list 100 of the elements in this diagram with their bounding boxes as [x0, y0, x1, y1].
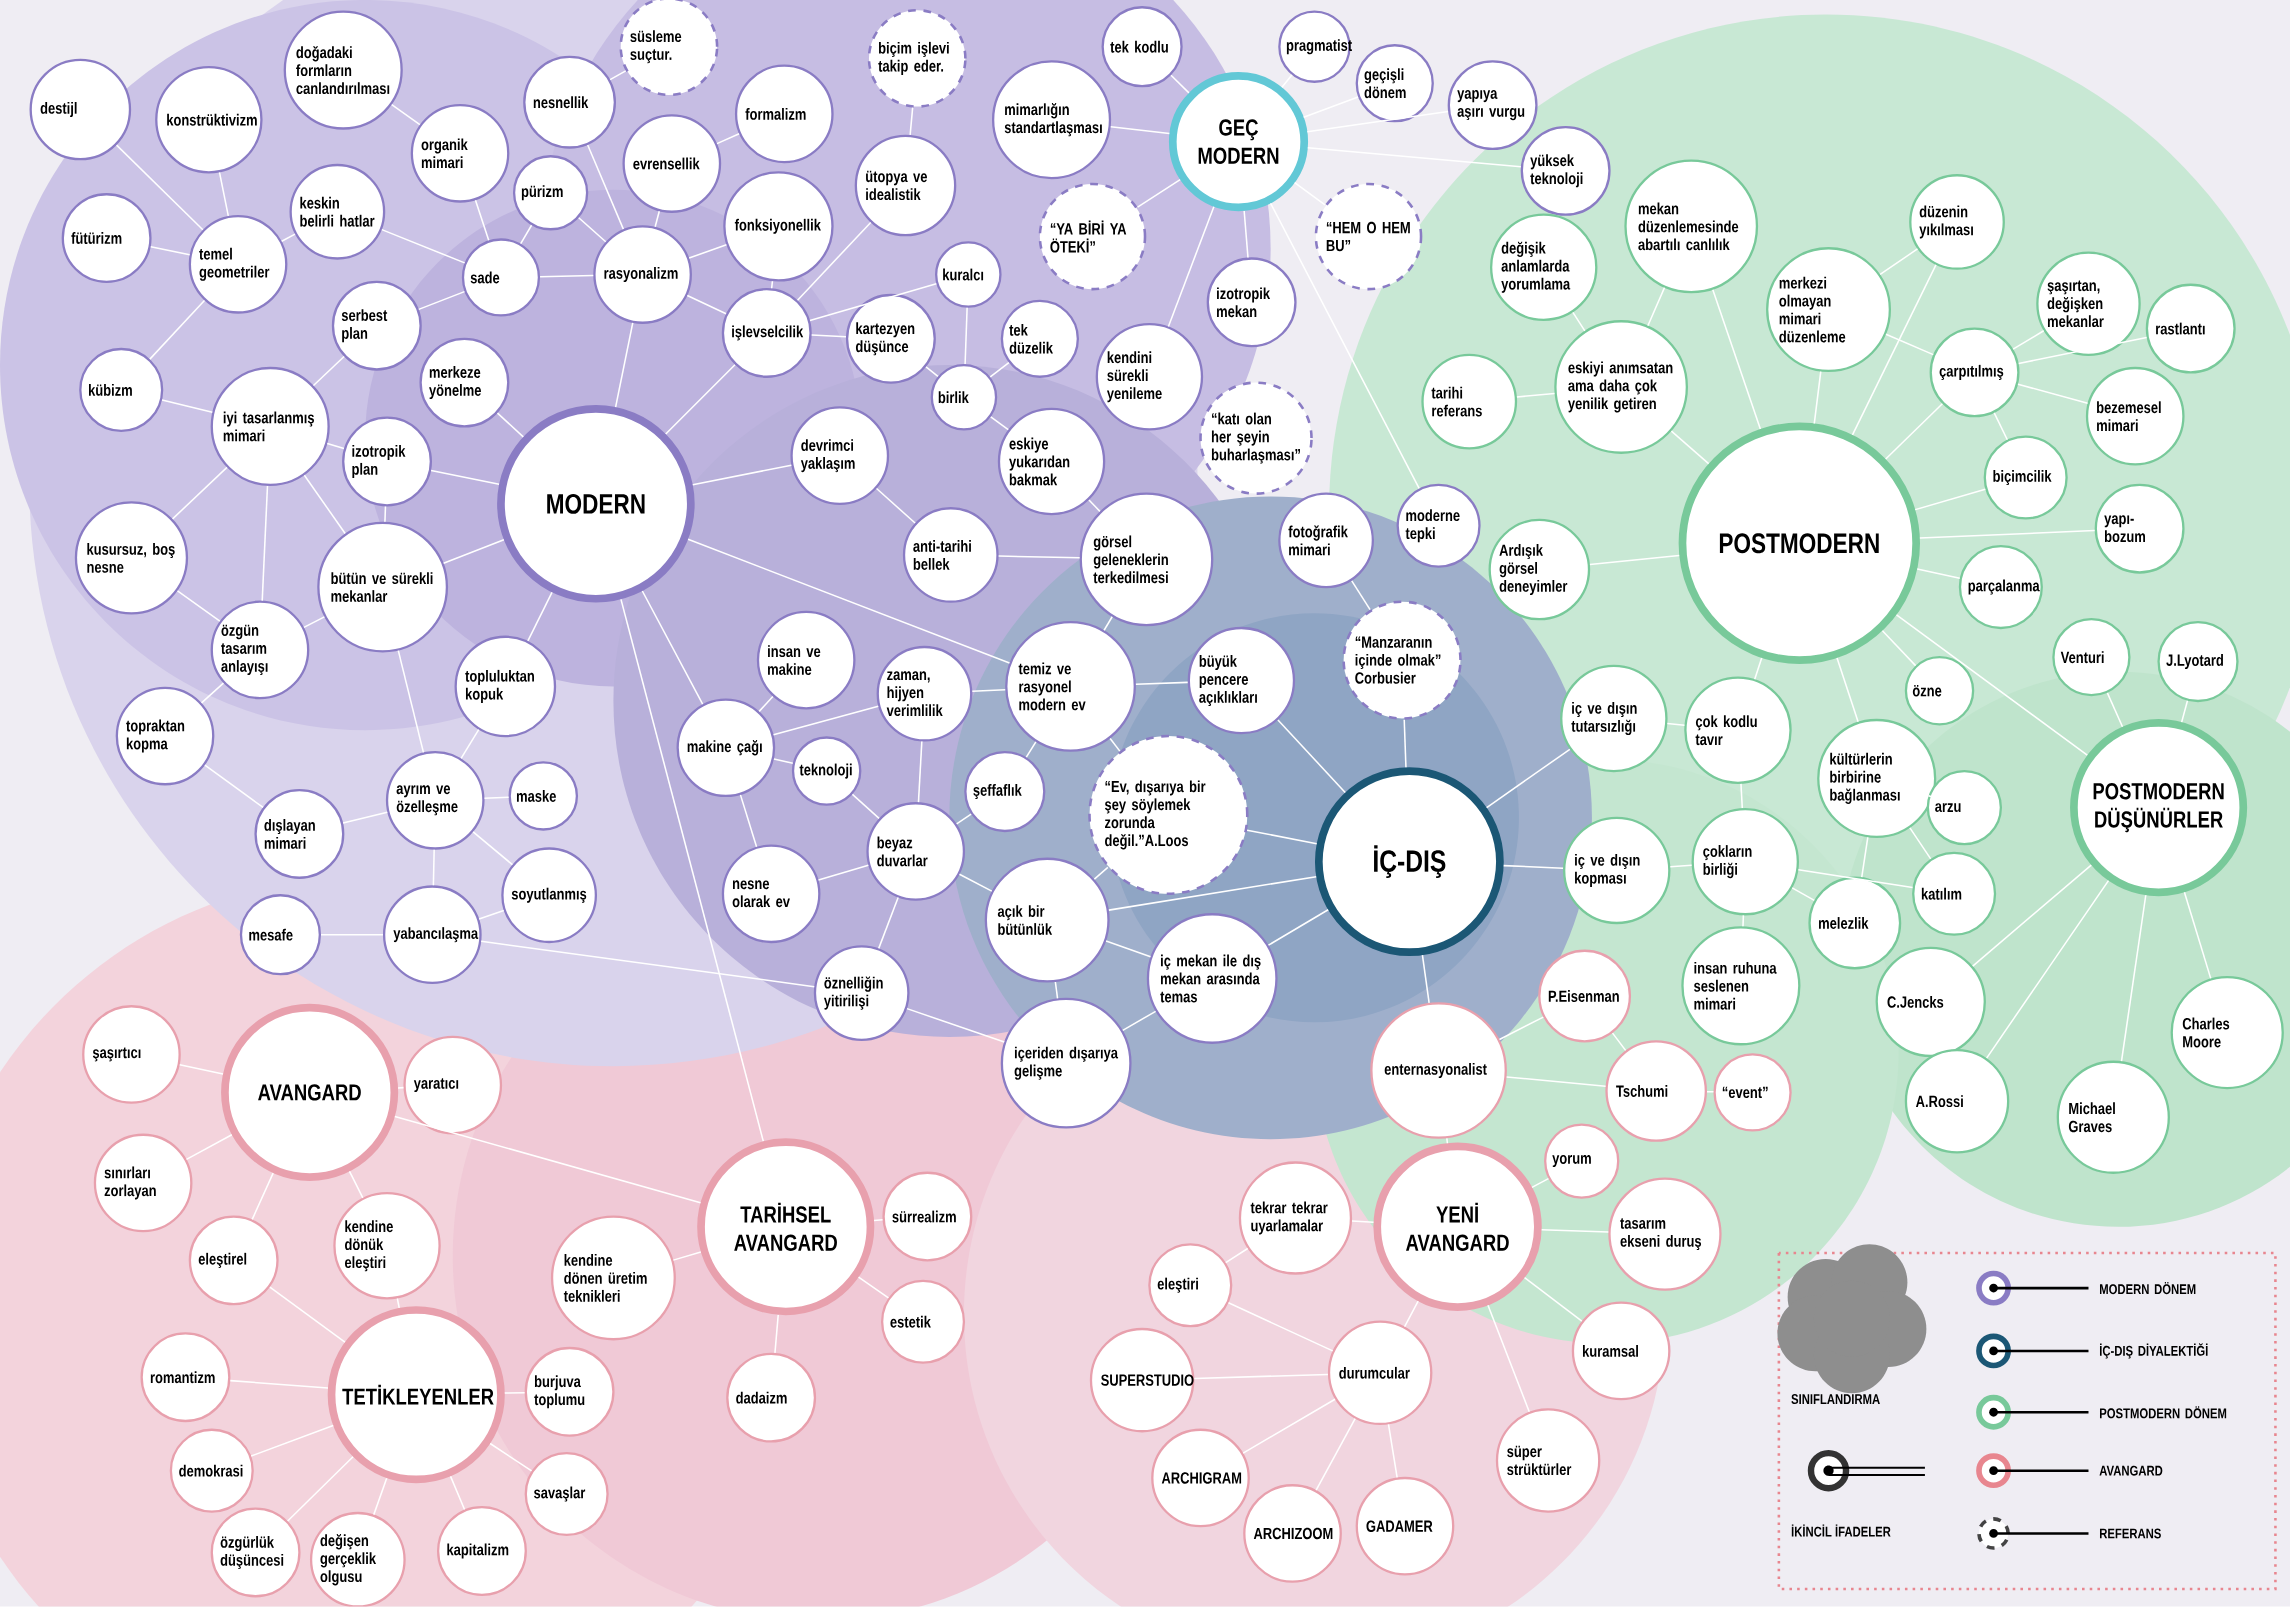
- connector-line: [489, 1443, 533, 1472]
- connector-line: [1572, 311, 1586, 332]
- connector-line: [1121, 1010, 1157, 1032]
- connector-line: [539, 275, 595, 278]
- connector-line: [1611, 1032, 1627, 1052]
- connector-line: [1242, 1398, 1336, 1455]
- connector-line: [1791, 887, 1816, 902]
- connector-line: [286, 1456, 354, 1522]
- connector-line: [417, 291, 466, 311]
- legend-label: İKİNCİL İFADELER: [1791, 1524, 1891, 1537]
- connector-line: [1387, 1423, 1398, 1479]
- connector-line: [149, 299, 206, 361]
- connector-line: [472, 831, 514, 866]
- connector-line: [1054, 981, 1059, 1000]
- connector-line: [614, 322, 634, 409]
- connector-line: [1351, 1220, 1375, 1224]
- connector-line: [1927, 795, 1934, 799]
- connector-line: [1446, 1137, 1449, 1145]
- connector-line: [2183, 891, 2212, 980]
- connector-line: [875, 488, 916, 525]
- connector-line: [394, 1115, 702, 1204]
- connector-line: [480, 940, 815, 988]
- connector-line: [878, 897, 899, 950]
- connector-line: [989, 362, 1010, 378]
- connector-line: [171, 466, 228, 520]
- connector-line: [478, 910, 505, 920]
- connector-line: [261, 485, 269, 602]
- connector-line: [149, 246, 191, 256]
- connector-line: [1813, 371, 1822, 425]
- connector-line: [303, 616, 326, 629]
- connector-line: [1797, 869, 1914, 889]
- connector-line: [990, 416, 1009, 431]
- connector-line: [396, 1297, 400, 1309]
- connector-line: [851, 793, 880, 820]
- connector-line: [1093, 866, 1109, 881]
- connector-line: [176, 590, 221, 623]
- connector-line: [1088, 499, 1101, 513]
- connector-line: [1302, 96, 1359, 119]
- connector-line: [688, 244, 728, 260]
- connector-line: [770, 280, 774, 290]
- connector-line: [796, 221, 872, 302]
- connector-line: [1306, 111, 1449, 133]
- connector-line: [326, 443, 345, 450]
- connector-line: [1108, 876, 1317, 912]
- connector-line: [1740, 783, 1744, 810]
- connector-line: [1647, 287, 1666, 327]
- connector-line: [1884, 403, 1944, 461]
- connector-line: [1881, 630, 1917, 667]
- connector-line: [739, 794, 758, 848]
- connector-line: [312, 356, 345, 387]
- connector-line: [873, 1219, 884, 1222]
- connector-line: [1879, 248, 1919, 276]
- connector-line: [1523, 1277, 1583, 1323]
- connector-line: [460, 729, 480, 760]
- connector-line: [654, 210, 661, 228]
- connector-line: [1669, 864, 1693, 868]
- connector-line: [320, 934, 384, 936]
- connector-line: [1281, 74, 1293, 89]
- connector-line: [1985, 880, 2110, 1060]
- connector-line: [1909, 827, 1932, 860]
- connector-line: [1972, 864, 2092, 968]
- connector-line: [161, 399, 214, 414]
- connector-line: [432, 849, 435, 887]
- connector-line: [1485, 748, 1571, 809]
- connector-line: [1487, 1304, 1530, 1413]
- connector-line: [1025, 741, 1037, 759]
- connector-line: [1516, 392, 1556, 399]
- connector-line: [384, 505, 387, 523]
- connector-line: [1135, 681, 1189, 686]
- connector-line: [2017, 383, 2089, 405]
- connector-line: [1706, 1091, 1715, 1093]
- connector-line: [1919, 530, 2096, 540]
- connector-line: [687, 538, 1011, 664]
- connector-line: [716, 133, 740, 145]
- connector-line: [1193, 1373, 1329, 1380]
- connector-line: [474, 199, 490, 242]
- connector-line: [1293, 182, 1326, 206]
- connector-line: [955, 813, 972, 825]
- connector-line: [1916, 568, 1961, 580]
- connector-line: [381, 229, 466, 264]
- connector-line: [218, 171, 230, 217]
- connector-line: [686, 295, 727, 315]
- connector-line: [773, 758, 794, 765]
- connector-line: [1267, 909, 1329, 947]
- connector-line: [2012, 330, 2045, 351]
- connector-line: [1895, 614, 2089, 757]
- connector-line: [817, 864, 870, 881]
- connector-line: [2180, 700, 2189, 724]
- connector-line: [527, 591, 553, 642]
- connector-line: [373, 1477, 388, 1516]
- connector-line: [1109, 737, 1121, 753]
- connector-line: [809, 283, 938, 322]
- connector-line: [483, 796, 510, 800]
- connector-line: [442, 539, 505, 565]
- connector-line: [390, 104, 421, 126]
- connector-line: [1836, 657, 1859, 723]
- legend-label: POSTMODERN DÖNEM: [2100, 1406, 2227, 1419]
- connector-line: [1502, 865, 1564, 870]
- legend-label: AVANGARD: [2099, 1465, 2163, 1476]
- legend-label: REFERANS: [2100, 1528, 2161, 1539]
